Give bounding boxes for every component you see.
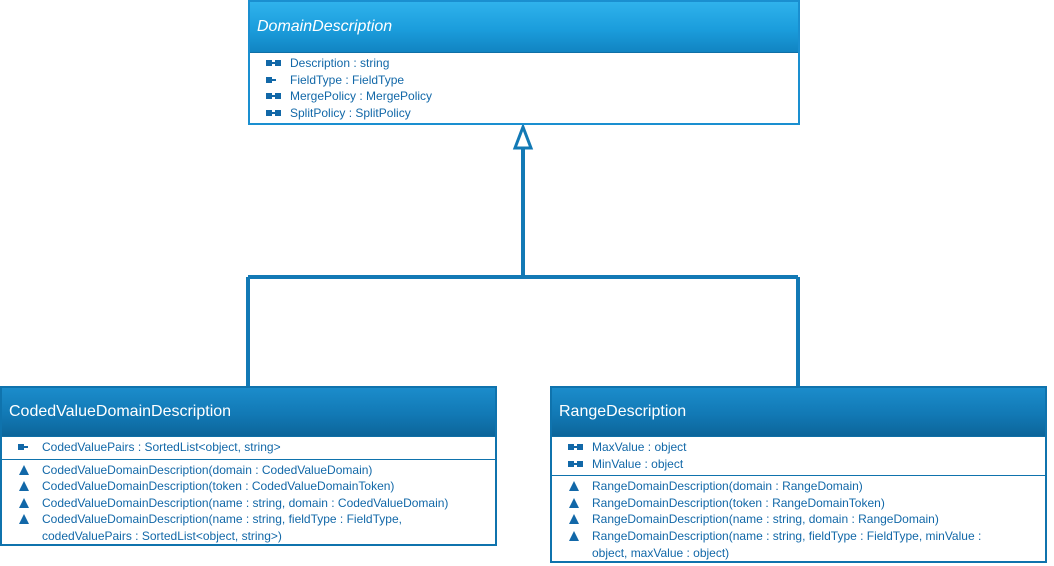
member-text: RangeDomainDescription(name : string, do… [592, 512, 939, 527]
property-icon [250, 55, 281, 72]
member-text: CodedValueDomainDescription(name : strin… [42, 512, 402, 543]
member-text: FieldType : FieldType [290, 72, 405, 87]
member-text: RangeDomainDescription(name : string, fi… [592, 528, 982, 560]
constructors-section: RangeDomainDescription(domain : RangeDom… [552, 475, 1045, 564]
constructor-icon [2, 462, 32, 479]
member-row[interactable]: SplitPolicy : SplitPolicy [250, 105, 798, 122]
constructor-icon [2, 478, 32, 495]
class-name: DomainDescription [257, 18, 393, 35]
member-text: CodedValueDomainDescription(domain : Cod… [42, 462, 373, 477]
property-icon [250, 88, 281, 105]
properties-section: MaxValue : object MinValue : object [552, 437, 1045, 475]
property-icon [552, 439, 583, 456]
inheritance-arrowhead [512, 122, 534, 150]
member-row[interactable]: CodedValueDomainDescription(name : strin… [2, 511, 495, 544]
member-row[interactable]: RangeDomainDescription(token : RangeDoma… [552, 495, 1045, 512]
member-row[interactable]: CodedValueDomainDescription(name : strin… [2, 495, 495, 512]
member-row[interactable]: MinValue : object [552, 456, 1045, 473]
member-row[interactable]: MaxValue : object [552, 439, 1045, 456]
member-text: MinValue : object [592, 456, 684, 471]
member-row[interactable]: CodedValuePairs : SortedList<object, str… [2, 439, 495, 456]
member-text: Description : string [290, 56, 390, 70]
constructor-icon [552, 478, 582, 495]
member-row[interactable]: Description : string [250, 55, 798, 72]
member-row[interactable]: CodedValueDomainDescription(token : Code… [2, 478, 495, 495]
constructor-icon [552, 511, 582, 528]
member-row[interactable]: FieldType : FieldType [250, 72, 798, 89]
member-text: RangeDomainDescription(token : RangeDoma… [592, 495, 885, 510]
properties-section: Description : string FieldType : FieldTy… [250, 53, 798, 124]
class-range-description[interactable]: RangeDescription MaxValue : object MinVa… [550, 386, 1047, 563]
member-row[interactable]: RangeDomainDescription(name : string, do… [552, 511, 1045, 528]
constructor-icon [552, 528, 582, 545]
member-text: CodedValueDomainDescription(token : Code… [42, 479, 395, 494]
class-header[interactable]: RangeDescription [552, 388, 1045, 437]
class-domain-description[interactable]: DomainDescription Description : string F… [248, 0, 800, 125]
class-name: RangeDescription [559, 403, 687, 420]
constructor-icon [552, 495, 582, 512]
properties-section: CodedValuePairs : SortedList<object, str… [2, 437, 495, 459]
member-text: SplitPolicy : SplitPolicy [290, 105, 411, 120]
constructor-icon [2, 495, 32, 512]
constructor-icon [2, 511, 32, 528]
property-icon [250, 105, 281, 122]
member-row[interactable]: RangeDomainDescription(name : string, fi… [552, 528, 1045, 561]
property-icon [552, 456, 583, 473]
member-text: MaxValue : object [592, 440, 687, 454]
class-header[interactable]: CodedValueDomainDescription [2, 388, 495, 437]
member-text: MergePolicy : MergePolicy [290, 89, 433, 104]
field-icon [250, 72, 280, 89]
class-header[interactable]: DomainDescription [250, 2, 798, 53]
field-icon [2, 439, 32, 456]
member-text: CodedValueDomainDescription(name : strin… [42, 495, 449, 510]
class-coded-value-domain-description[interactable]: CodedValueDomainDescription CodedValuePa… [0, 386, 497, 546]
member-text: CodedValuePairs : SortedList<object, str… [42, 440, 281, 454]
constructors-section: CodedValueDomainDescription(domain : Cod… [2, 458, 495, 548]
member-row[interactable]: CodedValueDomainDescription(domain : Cod… [2, 462, 495, 479]
class-name: CodedValueDomainDescription [9, 403, 232, 420]
member-text: RangeDomainDescription(domain : RangeDom… [592, 479, 863, 494]
member-row[interactable]: MergePolicy : MergePolicy [250, 88, 798, 105]
member-row[interactable]: RangeDomainDescription(domain : RangeDom… [552, 478, 1045, 495]
